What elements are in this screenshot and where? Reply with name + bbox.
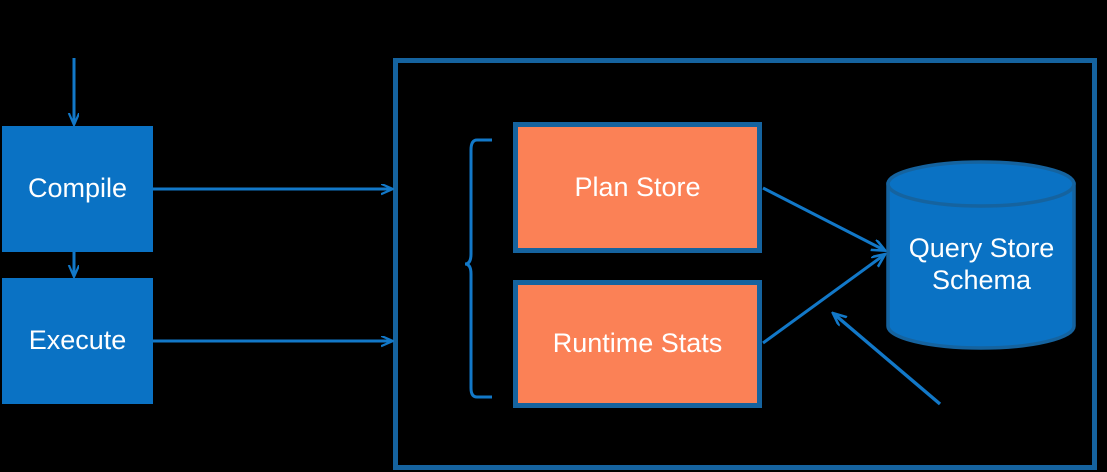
node-plan-store-label: Plan Store (574, 171, 701, 202)
database-cylinder-icon (886, 160, 1076, 350)
edge-runtime-stats-to-schema (762, 255, 884, 345)
node-query-store-schema[interactable]: Query Store Schema (885, 160, 1078, 350)
node-execute[interactable]: Execute (2, 278, 153, 404)
query-store-container (393, 58, 1097, 470)
edge-plan-store-to-schema (762, 186, 884, 250)
node-plan-store[interactable]: Plan Store (513, 122, 762, 253)
node-compile-label: Compile (27, 173, 128, 204)
node-query-store-schema-label-line2: Schema (931, 265, 1032, 296)
node-runtime-stats-label: Runtime Stats (552, 328, 723, 359)
edge-external-to-schema (834, 314, 942, 406)
node-runtime-stats[interactable]: Runtime Stats (513, 280, 762, 408)
node-execute-label: Execute (28, 325, 127, 356)
node-compile[interactable]: Compile (2, 126, 153, 252)
grouping-bracket (464, 138, 492, 399)
node-query-store-schema-label-line1: Query Store (908, 233, 1055, 263)
